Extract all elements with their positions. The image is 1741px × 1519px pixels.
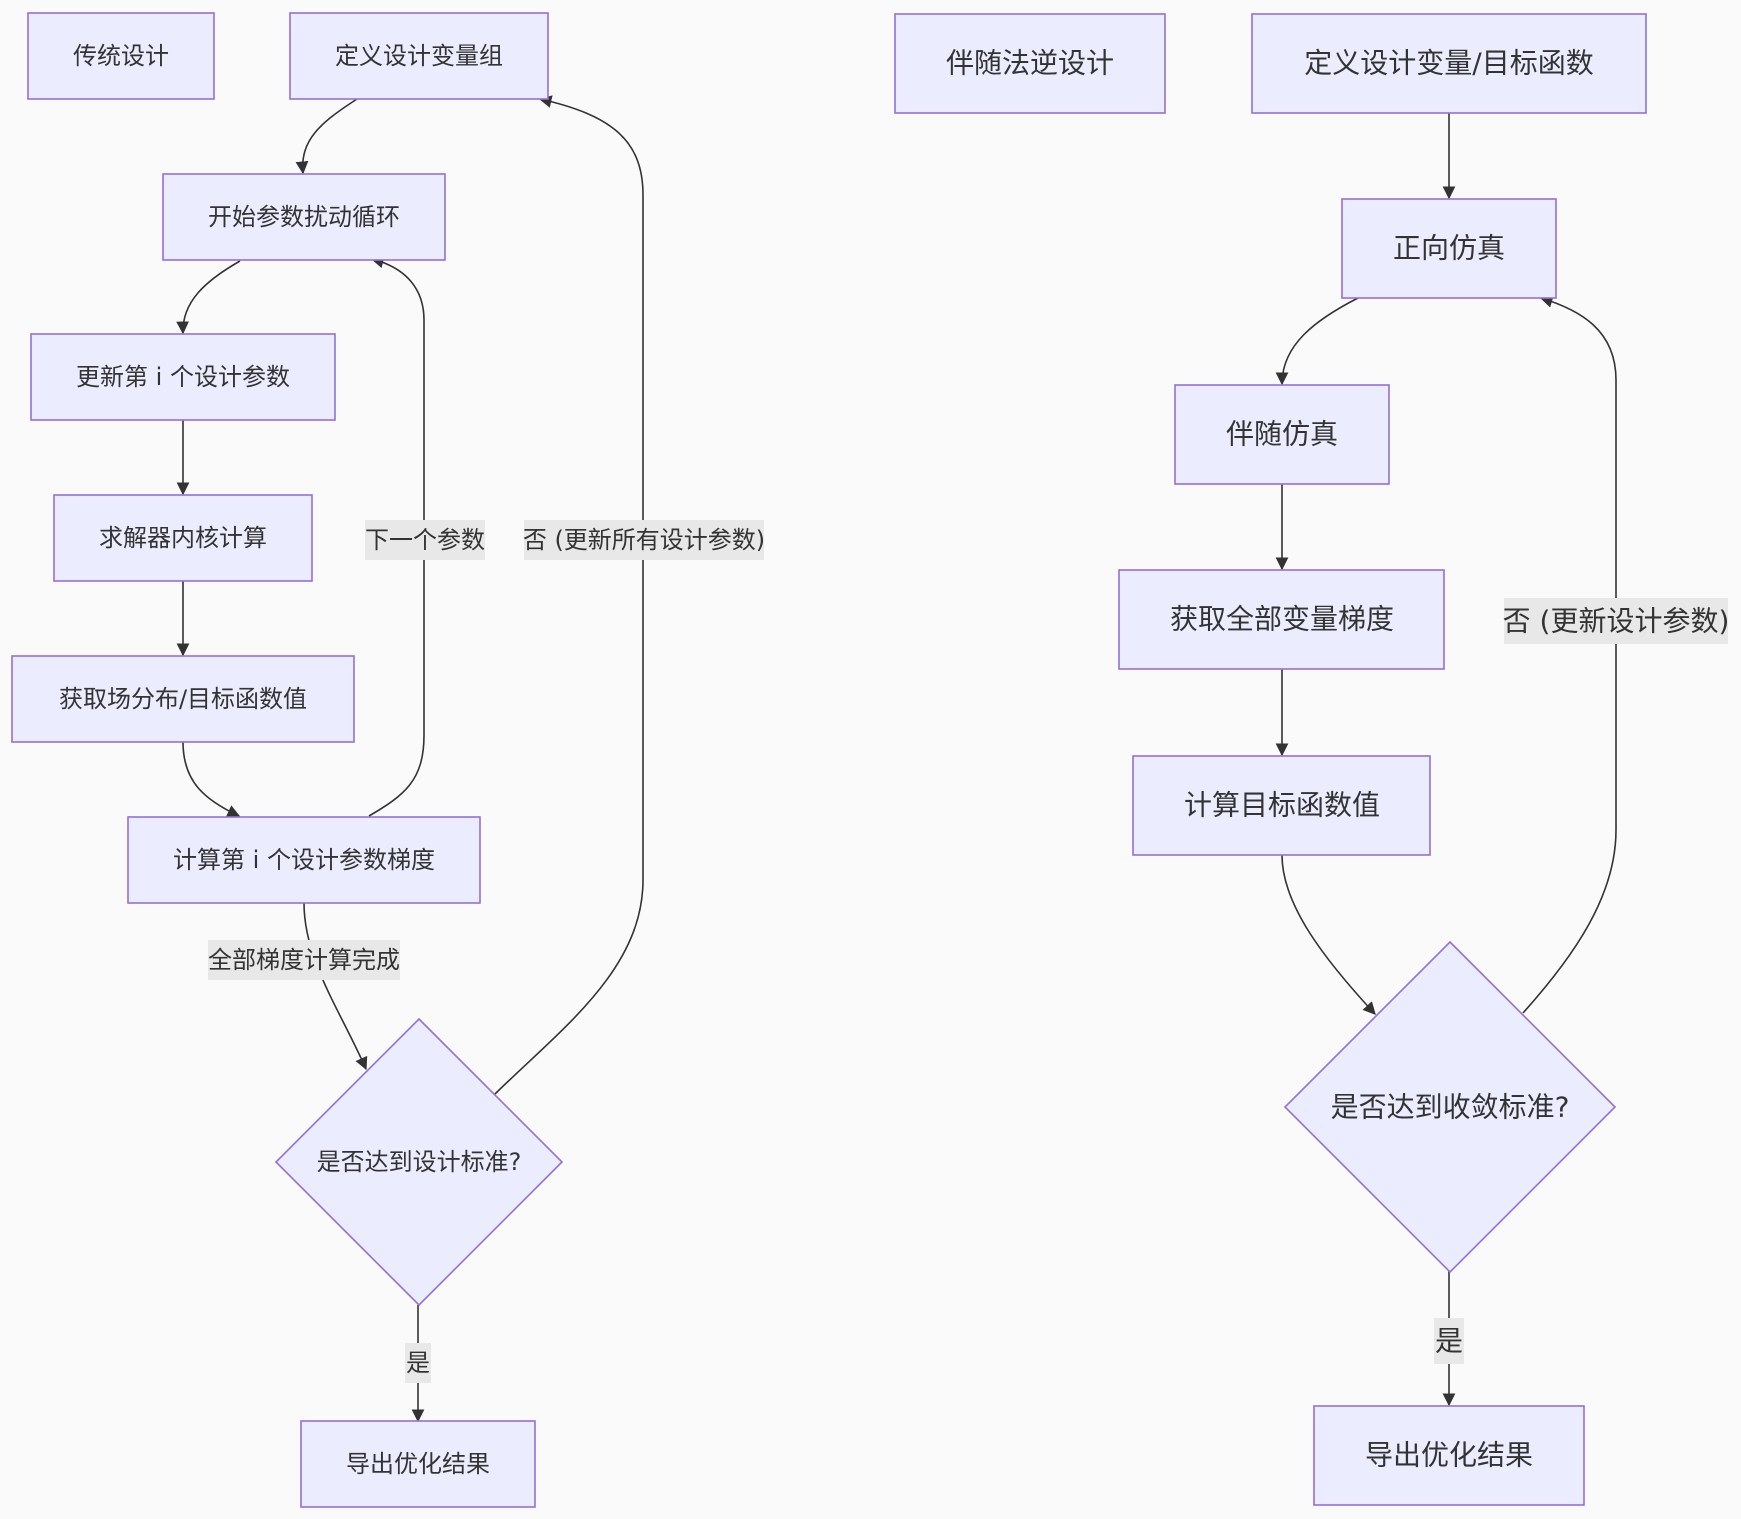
node-define-design-variable-group: 定义设计变量组 bbox=[289, 12, 549, 100]
edge-label-yes-right: 是 bbox=[1434, 1318, 1464, 1364]
node-forward-simulation: 正向仿真 bbox=[1341, 198, 1557, 299]
edge-start-loop-to-update bbox=[176, 260, 241, 335]
node-solver-kernel-compute: 求解器内核计算 bbox=[53, 494, 313, 582]
svg-text:导出优化结果: 导出优化结果 bbox=[1365, 1439, 1533, 1472]
svg-text:传统设计: 传统设计 bbox=[73, 42, 169, 70]
node-export-optimization-result-left: 导出优化结果 bbox=[300, 1420, 536, 1508]
node-get-all-variable-gradients: 获取全部变量梯度 bbox=[1118, 569, 1445, 670]
edge-label-no-update-params: 否 (更新设计参数) bbox=[1503, 598, 1730, 644]
node-traditional-title: 传统设计 bbox=[27, 12, 215, 100]
node-start-parameter-perturbation-loop: 开始参数扰动循环 bbox=[162, 173, 446, 261]
node-adjoint-define-variables-objective: 定义设计变量/目标函数 bbox=[1251, 13, 1647, 114]
node-adjoint-simulation: 伴随仿真 bbox=[1174, 384, 1390, 485]
svg-text:否 (更新设计参数): 否 (更新设计参数) bbox=[1503, 605, 1730, 638]
edge-get-field-to-calc-grad bbox=[182, 741, 241, 817]
node-export-optimization-result-right: 导出优化结果 bbox=[1313, 1405, 1585, 1506]
edge-adjoint-decision-no-loop-back bbox=[1522, 295, 1617, 1014]
svg-text:计算第 i 个设计参数梯度: 计算第 i 个设计参数梯度 bbox=[173, 846, 435, 874]
svg-text:计算目标函数值: 计算目标函数值 bbox=[1184, 789, 1380, 822]
edge-label-no-update-all-params: 否 (更新所有设计参数) bbox=[523, 520, 765, 560]
svg-text:更新第 i 个设计参数: 更新第 i 个设计参数 bbox=[76, 363, 290, 391]
node-decision-design-criteria: 是否达到设计标准? bbox=[274, 1017, 564, 1307]
svg-text:否 (更新所有设计参数): 否 (更新所有设计参数) bbox=[523, 526, 765, 554]
svg-text:获取场分布/目标函数值: 获取场分布/目标函数值 bbox=[59, 685, 307, 713]
edge-calc-obj-to-decision bbox=[1281, 854, 1376, 1015]
svg-text:定义设计变量组: 定义设计变量组 bbox=[335, 42, 503, 70]
node-decision-convergence-criteria: 是否达到收敛标准? bbox=[1283, 940, 1617, 1274]
svg-text:定义设计变量/目标函数: 定义设计变量/目标函数 bbox=[1304, 47, 1593, 80]
svg-text:伴随仿真: 伴随仿真 bbox=[1226, 418, 1338, 451]
node-calc-ith-parameter-gradient: 计算第 i 个设计参数梯度 bbox=[127, 816, 481, 904]
svg-text:全部梯度计算完成: 全部梯度计算完成 bbox=[208, 946, 400, 974]
svg-text:伴随法逆设计: 伴随法逆设计 bbox=[946, 47, 1114, 80]
node-get-field-objective-value: 获取场分布/目标函数值 bbox=[11, 655, 355, 743]
edge-forward-to-adjoint-sim bbox=[1275, 297, 1359, 386]
svg-text:导出优化结果: 导出优化结果 bbox=[346, 1450, 490, 1478]
svg-text:是: 是 bbox=[406, 1349, 430, 1377]
svg-text:下一个参数: 下一个参数 bbox=[365, 526, 485, 554]
edge-calc-grad-to-decision bbox=[303, 902, 368, 1071]
edge-label-next-parameter: 下一个参数 bbox=[365, 520, 485, 560]
node-update-ith-parameter: 更新第 i 个设计参数 bbox=[30, 333, 336, 421]
svg-text:正向仿真: 正向仿真 bbox=[1393, 232, 1505, 265]
edge-label-yes-left: 是 bbox=[405, 1343, 431, 1383]
edge-define-to-start-loop bbox=[295, 98, 358, 175]
svg-text:是否达到设计标准?: 是否达到设计标准? bbox=[317, 1148, 522, 1176]
node-calc-objective-value: 计算目标函数值 bbox=[1132, 755, 1431, 856]
svg-text:是: 是 bbox=[1435, 1325, 1463, 1358]
edge-calc-grad-loop-back bbox=[368, 255, 425, 817]
edge-decision-no-loop-back bbox=[494, 95, 644, 1095]
edge-label-all-gradients-done: 全部梯度计算完成 bbox=[208, 940, 400, 980]
svg-text:开始参数扰动循环: 开始参数扰动循环 bbox=[208, 203, 400, 231]
svg-text:获取全部变量梯度: 获取全部变量梯度 bbox=[1170, 603, 1394, 636]
node-adjoint-title: 伴随法逆设计 bbox=[894, 13, 1166, 114]
svg-text:求解器内核计算: 求解器内核计算 bbox=[99, 524, 267, 552]
svg-text:是否达到收敛标准?: 是否达到收敛标准? bbox=[1331, 1091, 1570, 1124]
